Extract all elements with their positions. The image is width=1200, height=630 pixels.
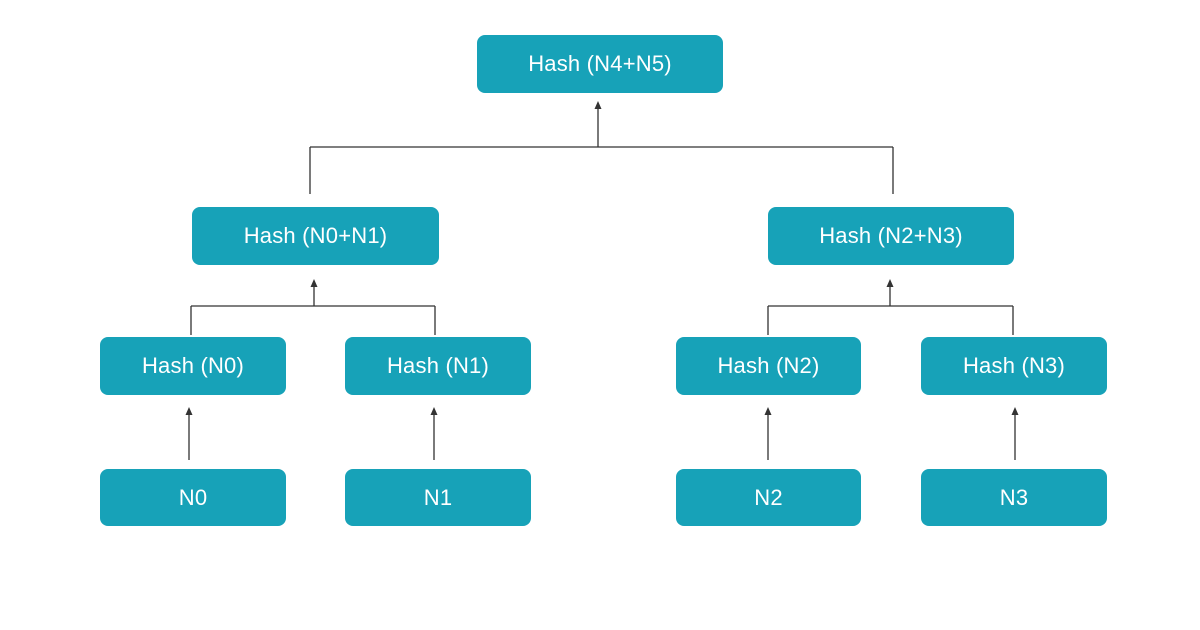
node-leaf-n1: N1 xyxy=(345,469,531,526)
node-leaf-n0: N0 xyxy=(100,469,286,526)
arrowhead-to-hash-n0-n1 xyxy=(310,279,318,287)
node-leaf-n2: N2 xyxy=(676,469,861,526)
node-hash-n2: Hash (N2) xyxy=(676,337,861,395)
node-hash-n1: Hash (N1) xyxy=(345,337,531,395)
node-hash-n0-n1: Hash (N0+N1) xyxy=(192,207,439,265)
arrowhead-to-hash-n2 xyxy=(764,407,772,415)
node-leaf-n3: N3 xyxy=(921,469,1107,526)
connector-arrowheads xyxy=(185,101,1019,415)
node-hash-n0: Hash (N0) xyxy=(100,337,286,395)
node-hash-n2-n3: Hash (N2+N3) xyxy=(768,207,1014,265)
arrowhead-to-hash-n3 xyxy=(1011,407,1019,415)
arrowhead-to-hash-n1 xyxy=(430,407,438,415)
arrowhead-to-hash-n0 xyxy=(185,407,193,415)
node-hash-n3: Hash (N3) xyxy=(921,337,1107,395)
arrowhead-to-hash-n2-n3 xyxy=(886,279,894,287)
node-root-hash: Hash (N4+N5) xyxy=(477,35,723,93)
arrowhead-to-root xyxy=(594,101,602,109)
connector-lines xyxy=(188,107,1016,460)
